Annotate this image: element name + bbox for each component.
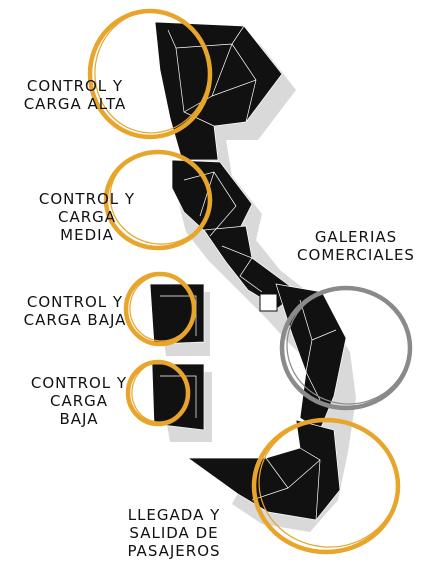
label-line: CONTROL Y	[26, 77, 124, 95]
label-line: SALIDA DE	[129, 524, 219, 542]
ring-low-load-1	[123, 271, 197, 347]
ring-high-load	[87, 8, 213, 140]
ring-galleries	[279, 285, 413, 411]
ring-low-load-2	[125, 359, 191, 427]
label-galleries: GALERIAS COMERCIALES	[284, 228, 428, 264]
label-line: CARGA	[57, 208, 117, 226]
label-high-load: CONTROL Y CARGA ALTA	[2, 77, 148, 113]
label-line: CARGA	[49, 392, 109, 410]
zone-rings	[87, 8, 413, 555]
label-line: PASAJEROS	[127, 542, 221, 560]
terminal-building	[149, 21, 347, 521]
label-line: MEDIA	[60, 226, 114, 244]
label-line: CONTROL Y	[38, 190, 136, 208]
label-line: CARGA BAJA	[23, 311, 127, 329]
label-line: CONTROL Y	[26, 293, 124, 311]
courtyard-square	[259, 293, 278, 312]
arrivals-hall	[186, 419, 341, 521]
label-line: GALERIAS	[314, 228, 398, 246]
ring-arrivals	[251, 417, 401, 555]
low-load-block-2	[151, 363, 205, 431]
label-medium-load: CONTROL Y CARGA MEDIA	[12, 190, 162, 244]
ring-medium-load	[103, 149, 213, 251]
label-line: LLEGADA Y	[127, 506, 221, 524]
label-low-load-1: CONTROL Y CARGA BAJA	[0, 293, 150, 329]
label-line: BAJA	[59, 410, 99, 428]
label-low-load-2: CONTROL Y CARGA BAJA	[4, 374, 154, 428]
label-line: COMERCIALES	[297, 246, 415, 264]
label-line: CONTROL Y	[30, 374, 128, 392]
label-line: CARGA ALTA	[23, 95, 127, 113]
building-facets	[160, 25, 337, 521]
label-arrivals: LLEGADA Y SALIDA DE PASAJEROS	[104, 506, 244, 560]
